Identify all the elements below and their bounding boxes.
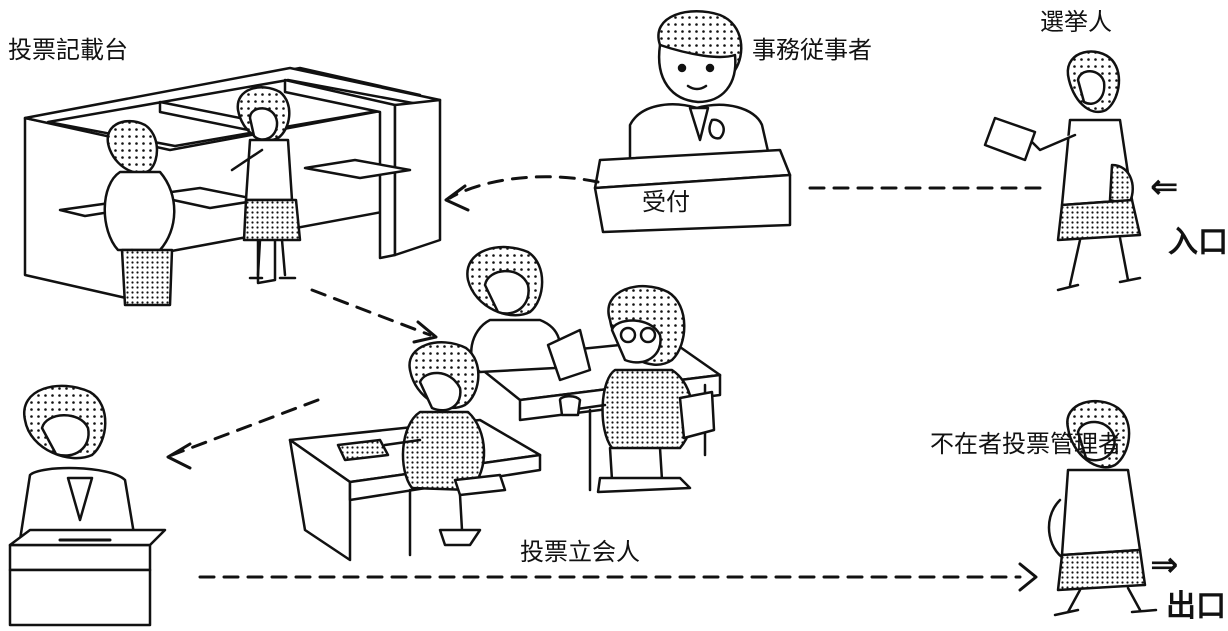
manager-figure <box>558 284 716 494</box>
voter-label: 選挙人 <box>1040 8 1112 36</box>
arrowhead-ballot-box <box>166 442 192 470</box>
voter-exiting <box>1047 399 1158 617</box>
voter-at-booth-right <box>230 86 302 280</box>
entrance-label: 入口 <box>1168 225 1228 260</box>
arrowhead-exit <box>1018 562 1038 592</box>
clerk-figure <box>628 10 772 162</box>
arrowhead-booth <box>444 184 470 212</box>
route-reception-to-booth <box>448 175 600 200</box>
reception-label: 受付 <box>642 188 690 216</box>
route-officials-to-ballot-box <box>170 398 320 457</box>
witness-figure <box>383 341 507 547</box>
clerk-label: 事務従事者 <box>752 36 872 64</box>
official-woman <box>466 245 592 382</box>
booth-label: 投票記載台 <box>8 36 128 64</box>
route-booth-to-officials <box>310 288 432 337</box>
exit-label: 出口 <box>1166 589 1226 624</box>
voter-entering <box>983 50 1142 292</box>
ballot-box-voter <box>18 384 137 542</box>
witness-label: 投票立会人 <box>520 538 640 566</box>
voting-booth <box>23 66 442 302</box>
reception-desk <box>593 148 792 234</box>
entrance-arrow-icon: ⇐ <box>1150 167 1179 207</box>
ballot-box <box>8 528 167 627</box>
exit-arrow-icon: ⇒ <box>1150 545 1179 585</box>
voter-at-booth-left <box>103 119 176 307</box>
manager-label: 不在者投票管理者 <box>930 430 1122 458</box>
arrowhead-officials <box>412 320 438 344</box>
